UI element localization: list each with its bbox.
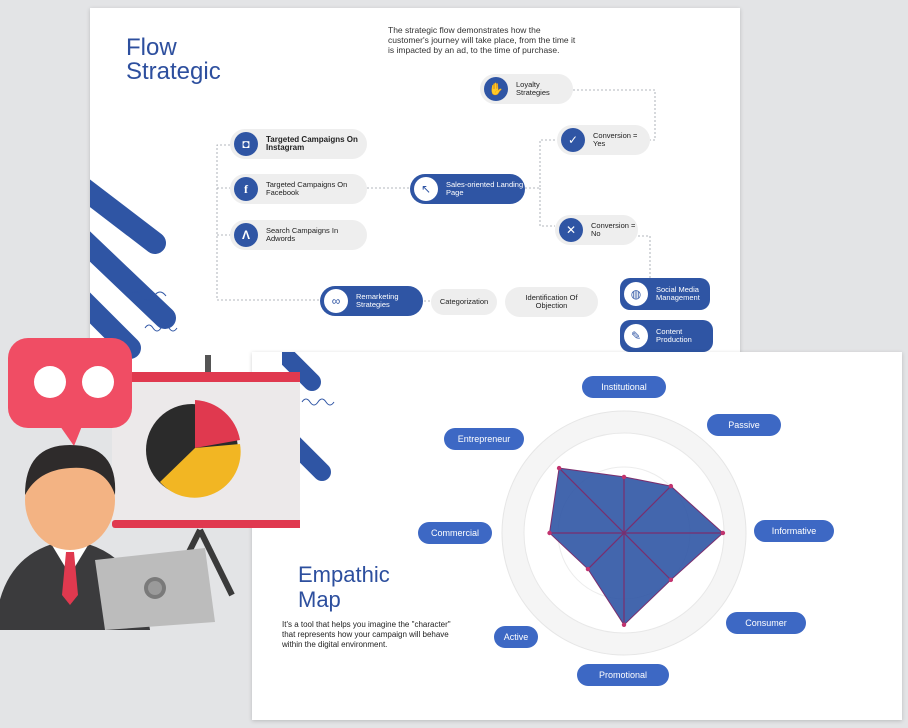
empathic-title-line2: Map — [298, 587, 341, 612]
axis-label-institutional: Institutional — [582, 376, 666, 398]
node-objection-label: Identification Of Objection — [525, 292, 578, 310]
node-landing-label: Sales-oriented Landing Page — [446, 179, 524, 197]
radar-spoke — [558, 467, 672, 581]
instagram-icon: ◘ — [234, 132, 258, 156]
node-content[interactable]: ✎ Content Production — [620, 320, 713, 352]
empathic-map-slide: Empathic Map It's a tool that helps you … — [252, 352, 902, 720]
pie-chart-icon — [146, 400, 241, 498]
node-conversion-no[interactable]: ✕ Conversion = No — [555, 215, 638, 245]
radar-point-entrepreneur — [556, 465, 562, 471]
radar-point-informative — [720, 530, 726, 536]
radar-point-commercial — [547, 530, 552, 536]
board-top-bar — [112, 372, 300, 382]
node-remarketing-label: Remarketing Strategies — [356, 291, 399, 309]
radar-point-active — [585, 566, 591, 572]
node-categorization-label: Categorization — [439, 296, 489, 306]
adwords-icon: Λ — [234, 223, 258, 247]
node-instagram-label: Targeted Campaigns On Instagram — [266, 134, 358, 152]
radar-point-passive — [668, 483, 674, 489]
flow-title-line2: Strategic — [126, 58, 221, 85]
radar-point-institutional — [621, 474, 627, 480]
pencil-icon: ✎ — [624, 324, 648, 348]
axis-label-entrepreneur: Entrepreneur — [444, 428, 524, 450]
node-conversion-yes-label: Conversion = Yes — [593, 130, 638, 148]
node-social-media[interactable]: ◍ Social Media Management — [620, 278, 710, 310]
node-content-label: Content Production — [656, 326, 692, 344]
radar-point-consumer — [668, 577, 674, 583]
flow-description: The strategic flow demonstrates how the … — [388, 25, 576, 55]
check-icon: ✓ — [561, 128, 585, 152]
axis-label-promotional: Promotional — [577, 664, 669, 686]
axis-label-passive: Passive — [707, 414, 781, 436]
easel-top — [205, 355, 211, 385]
node-social-media-label: Social Media Management — [656, 284, 700, 302]
node-conversion-no-label: Conversion = No — [591, 220, 636, 238]
node-adwords[interactable]: Λ Search Campaigns In Adwords — [230, 220, 367, 250]
node-landing[interactable]: ↖ Sales-oriented Landing Page — [410, 174, 525, 204]
node-objection[interactable]: Identification Of Objection — [505, 287, 598, 317]
empathic-description: It's a tool that helps you imagine the "… — [282, 620, 451, 649]
radar-spoke — [587, 485, 672, 570]
flow-title: Flow Strategic — [126, 36, 221, 84]
handshake-icon: ✋ — [484, 77, 508, 101]
board-bottom-bar — [112, 520, 300, 528]
chat-bubble-icon — [8, 338, 132, 446]
easel-leg — [197, 528, 235, 597]
empathic-title: Empathic Map — [298, 562, 390, 612]
axis-label-consumer: Consumer — [726, 612, 806, 634]
flow-title-line1: Flow — [126, 34, 177, 61]
node-facebook-label: Targeted Campaigns On Facebook — [266, 179, 348, 197]
node-conversion-yes[interactable]: ✓ Conversion = Yes — [557, 125, 650, 155]
globe-icon: ◍ — [624, 282, 648, 306]
presenter-illustration — [0, 338, 300, 630]
node-instagram[interactable]: ◘ Targeted Campaigns On Instagram — [230, 129, 367, 159]
x-icon: ✕ — [559, 218, 583, 242]
radar-point-promotional — [621, 622, 627, 627]
flow-strategic-slide: Flow Strategic The strategic flow demons… — [90, 8, 740, 393]
node-facebook[interactable]: f Targeted Campaigns On Facebook — [230, 174, 367, 204]
facebook-icon: f — [234, 177, 258, 201]
axis-label-informative: Informative — [754, 520, 834, 542]
node-adwords-label: Search Campaigns In Adwords — [266, 225, 339, 243]
node-categorization[interactable]: Categorization — [431, 289, 497, 315]
axis-label-commercial: Commercial — [418, 522, 492, 544]
node-remarketing[interactable]: ∞ Remarketing Strategies — [320, 286, 423, 316]
link-icon: ∞ — [324, 289, 348, 313]
radar-chart — [501, 410, 747, 656]
cursor-click-icon: ↖ — [414, 177, 438, 201]
axis-label-active: Active — [494, 626, 538, 648]
node-loyalty-label: Loyalty Strategies — [516, 79, 550, 97]
node-loyalty[interactable]: ✋ Loyalty Strategies — [480, 74, 573, 104]
laptop-icon — [95, 548, 215, 630]
empathic-title-line1: Empathic — [298, 562, 390, 587]
